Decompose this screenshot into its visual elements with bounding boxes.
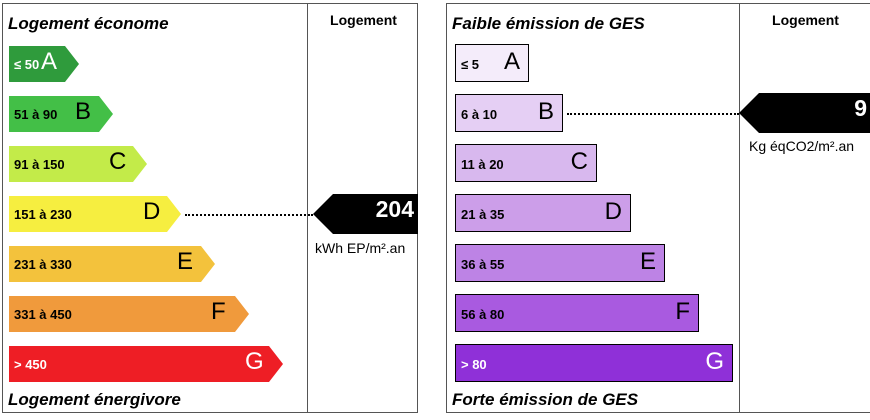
column-divider xyxy=(307,4,308,412)
ges-class-g: > 80 G xyxy=(455,344,733,382)
ges-class-range: 36 à 55 xyxy=(461,257,505,272)
energy-class-arrow xyxy=(9,296,249,332)
ges-value: 9 xyxy=(854,95,867,121)
energy-column-header: Logement xyxy=(330,12,397,28)
energy-class-e: 231 à 330 E xyxy=(9,246,215,282)
energy-class-range: ≤ 50 xyxy=(14,57,40,72)
ges-dotted-leader xyxy=(567,113,739,115)
energy-value-marker: 204 xyxy=(313,194,418,234)
energy-class-range: 151 à 230 xyxy=(14,207,72,222)
energy-class-arrow xyxy=(9,246,215,282)
energy-class-arrow xyxy=(9,46,79,82)
energy-value: 204 xyxy=(375,196,414,222)
energy-title-top: Logement économe xyxy=(8,14,169,33)
energy-class-arrow xyxy=(9,96,113,132)
energy-class-f: 331 à 450 F xyxy=(9,296,249,332)
energy-class-letter: E xyxy=(177,248,194,275)
ges-class-range: 56 à 80 xyxy=(461,307,505,322)
energy-class-letter: D xyxy=(143,198,161,225)
energy-class-range: 331 à 450 xyxy=(14,307,72,322)
ges-class-letter: G xyxy=(705,348,724,375)
energy-marker-shape xyxy=(313,194,418,234)
energy-class-arrow xyxy=(9,196,181,232)
energy-class-arrow xyxy=(9,346,283,382)
energy-class-g: > 450 G xyxy=(9,346,283,382)
energy-class-letter: C xyxy=(109,148,127,175)
energy-title-bottom: Logement énergivore xyxy=(8,390,181,409)
ges-class-a: ≤ 5 A xyxy=(455,44,529,82)
energy-class-letter: B xyxy=(75,98,92,125)
ges-class-e: 36 à 55 E xyxy=(455,244,665,282)
ges-class-range: ≤ 5 xyxy=(461,57,479,72)
ges-marker-shape xyxy=(739,93,870,133)
energy-class-arrow xyxy=(9,146,147,182)
ges-class-b: 6 à 10 B xyxy=(455,94,563,132)
ges-class-letter: F xyxy=(675,298,690,325)
ges-title-bottom: Forte émission de GES xyxy=(452,390,639,409)
ges-class-letter: A xyxy=(503,48,520,75)
ges-class-range: 11 à 20 xyxy=(461,157,504,172)
ges-title-top: Faible émission de GES xyxy=(452,14,645,33)
energy-class-range: > 450 xyxy=(14,357,47,372)
energy-class-letter: F xyxy=(211,298,226,325)
ges-class-range: 6 à 10 xyxy=(461,107,498,122)
energy-class-b: 51 à 90 B xyxy=(9,96,113,132)
ges-unit: Kg éqCO2/m².an xyxy=(749,138,855,154)
energy-class-letter: A xyxy=(41,48,58,75)
ges-class-letter: D xyxy=(604,198,622,225)
energy-class-range: 51 à 90 xyxy=(14,107,58,122)
ges-column-header: Logement xyxy=(772,12,839,28)
column-divider xyxy=(739,4,740,412)
energy-label-panel: Logement économe Logement énergivore Log… xyxy=(2,3,418,413)
ges-class-letter: B xyxy=(537,98,554,125)
energy-class-d: 151 à 230 D xyxy=(9,196,181,232)
energy-class-c: 91 à 150 C xyxy=(9,146,147,182)
ges-class-range: 21 à 35 xyxy=(461,207,505,222)
ges-class-d: 21 à 35 D xyxy=(455,194,631,232)
ges-class-range: > 80 xyxy=(461,357,487,372)
ges-class-c: 11 à 20 C xyxy=(455,144,597,182)
ges-class-letter: C xyxy=(570,148,588,175)
ges-class-f: 56 à 80 F xyxy=(455,294,699,332)
energy-class-range: 91 à 150 xyxy=(14,157,65,172)
energy-dotted-leader xyxy=(185,214,313,216)
ges-value-marker: 9 xyxy=(739,93,870,133)
energy-class-letter: G xyxy=(245,348,264,375)
ges-class-letter: E xyxy=(639,248,656,275)
energy-unit: kWh EP/m².an xyxy=(315,240,406,256)
ges-label-panel: Faible émission de GES Forte émission de… xyxy=(446,3,870,413)
energy-class-range: 231 à 330 xyxy=(14,257,72,272)
